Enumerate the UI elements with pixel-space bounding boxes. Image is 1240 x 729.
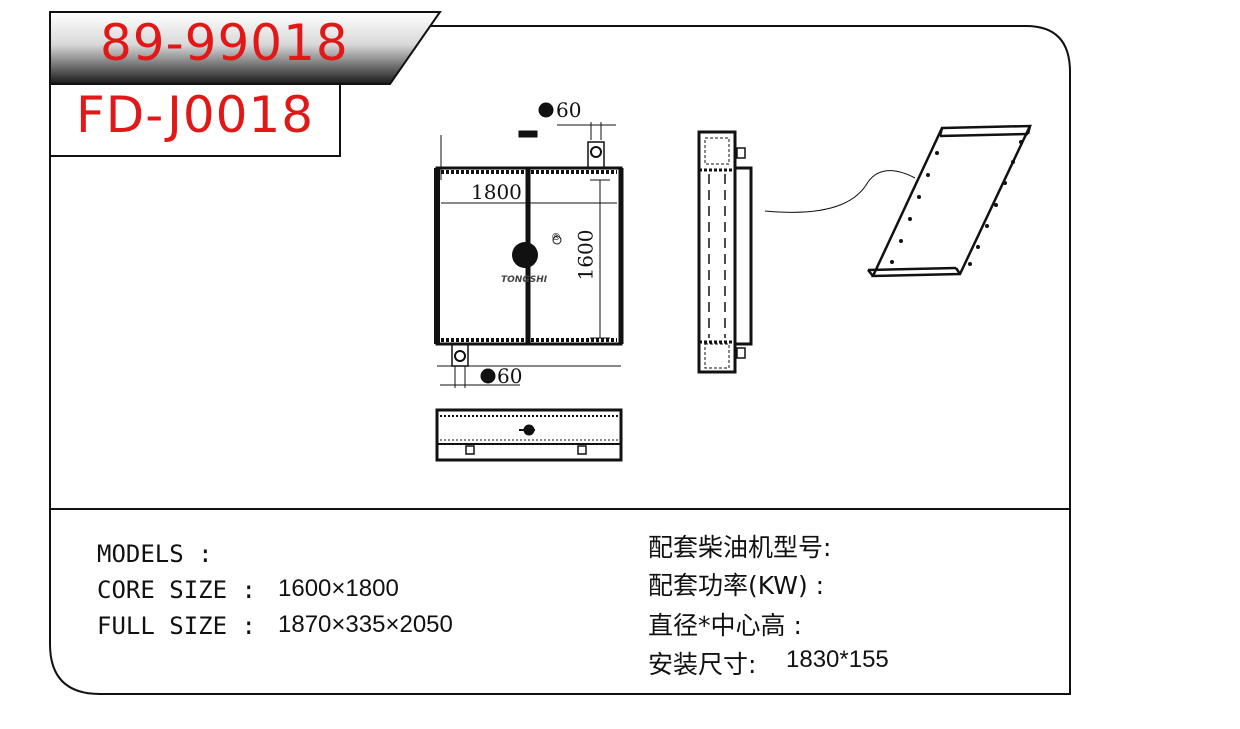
brand-logo-icon	[512, 242, 538, 268]
model-code-box	[49, 83, 341, 157]
part-number-band	[49, 11, 442, 85]
part-number: 89-99018	[100, 14, 349, 72]
registered-mark: ®	[551, 232, 561, 243]
brand-logo-text: TONGSHI	[501, 275, 548, 285]
install-size-label: 安装尺寸:	[648, 650, 757, 679]
radiator-front-view	[434, 102, 624, 388]
sheet-frame	[49, 25, 1071, 695]
radiator-isometric-view	[867, 124, 1032, 278]
core-size-value: 1600×1800	[278, 575, 399, 602]
models-label: MODELS :	[97, 540, 213, 568]
top-pipe-diameter-label: 60	[556, 98, 582, 122]
radiator-side-view	[697, 130, 753, 374]
model-code: FD-J0018	[76, 86, 315, 144]
full-size-value: 1870×335×2050	[278, 611, 453, 638]
install-size-value: 1830*155	[786, 646, 889, 673]
power-label: 配套功率(KW) :	[648, 571, 825, 600]
diameter-center-height-label: 直径*中心高 :	[648, 611, 802, 640]
full-size-label: FULL SIZE :	[97, 612, 271, 640]
core-width-label: 1800	[471, 180, 522, 204]
leader-line	[764, 170, 916, 213]
engine-model-label: 配套柴油机型号:	[648, 533, 832, 562]
core-size-label: CORE SIZE :	[97, 576, 271, 604]
core-height-label: 1600	[573, 229, 598, 281]
bottom-pipe-diameter-label: 60	[497, 364, 523, 388]
radiator-bottom-view	[435, 408, 623, 462]
